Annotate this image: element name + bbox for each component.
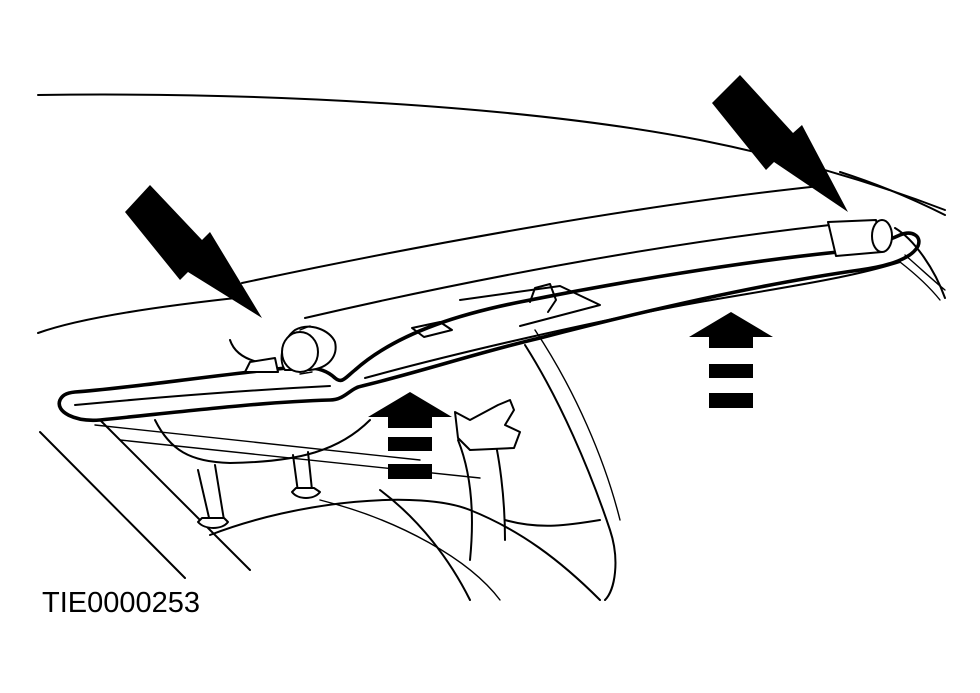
interior-sweep (524, 344, 617, 601)
seat-side-contour (379, 489, 471, 601)
seat-cushion-sweep-inner (319, 499, 501, 601)
trim-clip (529, 283, 557, 313)
headrest-post-right (292, 451, 313, 493)
left-pillar-line (39, 431, 186, 579)
rear-quarter-line (894, 227, 946, 299)
trim-opening (459, 285, 601, 327)
roof-rail-inner (74, 261, 901, 406)
roof-outer-edge (37, 93, 946, 211)
up-arrow-with-bars-right (689, 312, 773, 408)
left-roller-cap (281, 331, 319, 373)
headrest-post-left-base (197, 517, 229, 529)
left-inner-line (99, 419, 251, 571)
left-roller-line (299, 325, 313, 375)
pillar-trim-tab (454, 399, 521, 451)
figure-reference-code: TIE0000253 (42, 587, 201, 619)
seat-back-line (94, 424, 421, 461)
up-arrow-with-bars-left (368, 392, 452, 479)
headrest-post-left (197, 464, 225, 523)
roof-rear-contour (839, 171, 946, 216)
headliner-edge (37, 296, 246, 334)
diagonal-pointer-arrow-right (712, 75, 848, 212)
headrest-post-right-base (291, 487, 321, 499)
pillar-lower (504, 519, 601, 527)
rear-quarter-line-2 (904, 254, 946, 291)
left-bracket-tab (244, 357, 279, 373)
rear-quarter-line-3 (899, 261, 941, 301)
seat-cushion-sweep (209, 498, 601, 601)
headliner-contour (304, 224, 831, 319)
right-roller-cap (871, 219, 893, 253)
seat-back-contour (154, 419, 371, 464)
trim-slot (411, 321, 453, 338)
diagonal-pointer-arrow-left (125, 185, 262, 318)
roof-inner-edge (241, 185, 821, 284)
interior-sweep-2 (534, 329, 621, 521)
